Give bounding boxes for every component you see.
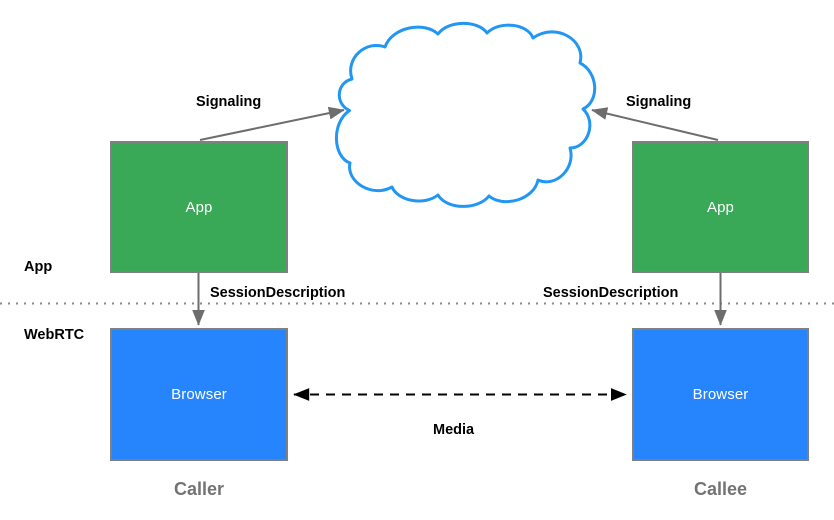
- node-app-caller-label: App: [185, 198, 213, 216]
- edge-label-sessiondescription-right: SessionDescription: [543, 285, 679, 301]
- edge-label-signaling-right: Signaling: [626, 94, 692, 110]
- layer-label-webrtc: WebRTC: [24, 327, 85, 343]
- edge-label-signaling-left: Signaling: [196, 94, 262, 110]
- edge-label-media: Media: [433, 422, 475, 438]
- node-app-callee-label: App: [707, 198, 734, 216]
- node-app-callee[interactable]: App: [632, 141, 809, 273]
- signaling-arrow-left: [199, 106, 345, 141]
- node-browser-callee[interactable]: Browser: [632, 328, 809, 461]
- node-app-caller[interactable]: App: [110, 141, 288, 273]
- network-cloud-icon: [334, 21, 597, 208]
- role-label-caller: Caller: [173, 479, 225, 499]
- node-browser-callee-label: Browser: [692, 386, 749, 403]
- node-browser-caller[interactable]: Browser: [110, 328, 288, 461]
- signaling-arrow-right: [591, 107, 719, 141]
- role-label-callee: Callee: [693, 479, 748, 499]
- edge-label-sessiondescription-left: SessionDescription: [210, 285, 346, 301]
- node-browser-caller-label: Browser: [171, 386, 227, 403]
- layer-label-app: App: [24, 259, 53, 275]
